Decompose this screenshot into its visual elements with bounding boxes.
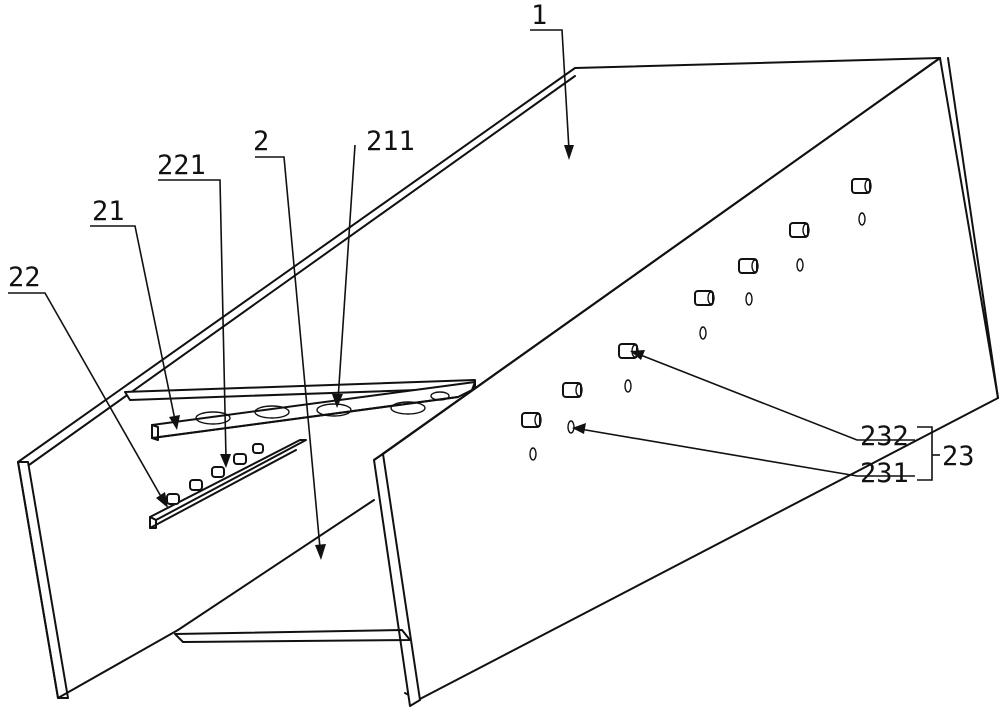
- label-2: 2: [253, 126, 269, 157]
- leader-232: [637, 353, 915, 441]
- left-panel-bottom: [57, 629, 179, 699]
- pin-hole-array-part-23: [521, 178, 872, 461]
- oval-hole-5: [430, 391, 450, 401]
- floor-back-edge: [177, 499, 375, 631]
- leader-2: [255, 156, 321, 549]
- oval-hole-3: [316, 403, 352, 417]
- leader-1: [530, 29, 570, 151]
- hole-f: [567, 420, 575, 434]
- leader-211: [337, 144, 356, 401]
- oval-hole-4: [390, 401, 426, 415]
- housing-right-edge: [947, 57, 999, 399]
- front-panel-top-edge-2: [373, 57, 941, 461]
- leader-22: [8, 292, 164, 501]
- peg-4: [233, 453, 247, 465]
- arrow-231: [572, 423, 586, 434]
- leader-lines: [8, 29, 940, 560]
- label-221: 221: [157, 150, 206, 181]
- oval-hole-1: [195, 411, 231, 425]
- leader-231: [579, 428, 915, 477]
- leader-21: [90, 225, 176, 421]
- housing-top-edge-inner: [21, 75, 576, 471]
- lower-rail-top: [149, 439, 307, 521]
- arrow-1: [564, 145, 574, 160]
- label-1: 1: [531, 0, 547, 31]
- arrow-21: [169, 415, 180, 430]
- label-232: 232: [860, 421, 909, 452]
- hole-g: [529, 447, 537, 461]
- inner-floor: [174, 629, 411, 643]
- hole-d: [699, 326, 707, 340]
- label-22: 22: [8, 262, 41, 293]
- peg-3: [211, 466, 225, 478]
- housing-top-edge: [17, 57, 941, 463]
- left-panel-edge: [17, 461, 69, 699]
- leader-221: [158, 179, 227, 459]
- rail-part-21: [124, 379, 476, 441]
- hole-a: [858, 212, 866, 226]
- arrow-221: [220, 454, 231, 468]
- labels: 1 2 211 221 21 22 232 231 23: [8, 0, 975, 489]
- oval-hole-2: [254, 405, 290, 419]
- label-231: 231: [860, 458, 909, 489]
- peg-1: [166, 493, 180, 505]
- left-panel-outer: [17, 461, 59, 699]
- hole-e: [624, 379, 632, 393]
- rail-part-22: [149, 439, 307, 529]
- peg-5: [252, 443, 264, 454]
- label-21: 21: [92, 196, 125, 227]
- hole-c: [745, 292, 753, 306]
- label-211: 211: [366, 126, 415, 157]
- bracket-23: [917, 426, 933, 481]
- peg-row: [166, 443, 264, 505]
- rail-top-back: [124, 379, 476, 401]
- front-panel-edge: [373, 453, 421, 707]
- cylinder-232-set: [521, 178, 872, 428]
- label-23: 23: [942, 441, 975, 472]
- lower-rail-bottom: [149, 449, 297, 529]
- hole-b: [796, 258, 804, 272]
- arrow-22: [156, 492, 168, 508]
- hole-231-set: [529, 212, 866, 461]
- arrow-232: [630, 350, 645, 360]
- arrow-211: [332, 394, 343, 408]
- peg-2: [189, 479, 203, 491]
- rail-bottom-edge: [151, 396, 459, 439]
- rail-end: [151, 424, 159, 441]
- arrow-2: [315, 544, 326, 560]
